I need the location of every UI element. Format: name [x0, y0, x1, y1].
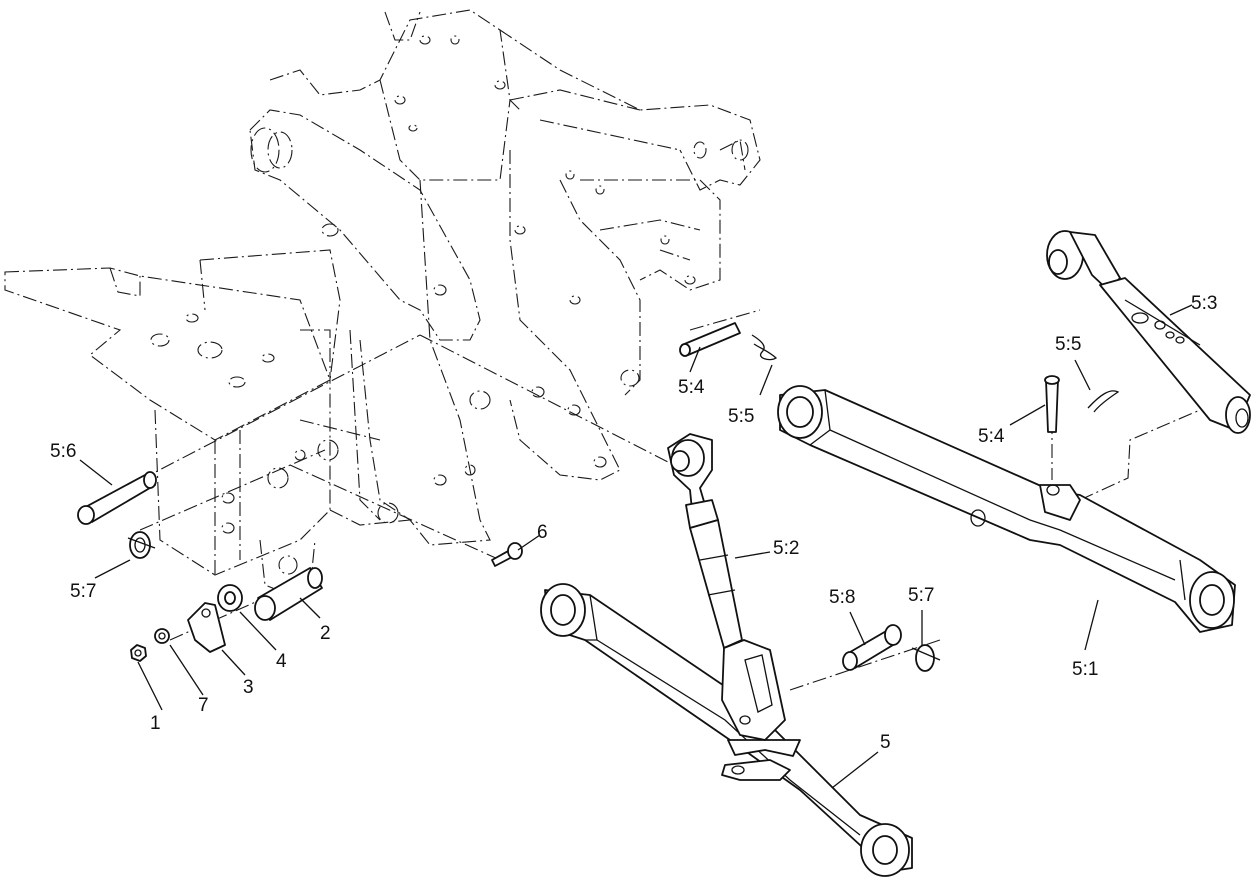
- linch-pin-5-7-right: [911, 644, 941, 672]
- bolt-6: [491, 542, 523, 567]
- adjuster-link: [1046, 230, 1251, 434]
- callout-5-5-right: 5:5: [1055, 334, 1081, 355]
- hair-pin-5-5-upper: [751, 334, 778, 361]
- callout-1: 1: [150, 713, 161, 734]
- callout-5-7-left: 5:7: [70, 581, 96, 602]
- callout-3: 3: [243, 677, 254, 698]
- pin-5-4-upper: [679, 322, 741, 357]
- tractor-frame-phantom: [4, 9, 1201, 691]
- bushing-4: [217, 584, 243, 612]
- plate-3: [187, 602, 226, 653]
- washer-7: [154, 628, 170, 644]
- callout-5-1: 5:1: [1072, 659, 1098, 680]
- callout-5-8: 5:8: [829, 587, 855, 608]
- callout-5-4-right: 5:4: [978, 426, 1005, 447]
- pin-5-8: [842, 624, 902, 671]
- callout-7: 7: [198, 695, 209, 716]
- callout-5-5-upper: 5:5: [728, 406, 754, 427]
- callout-5-6: 5:6: [50, 441, 76, 462]
- pin-5-6: [77, 471, 157, 525]
- callout-4: 4: [276, 651, 287, 672]
- callout-5: 5: [880, 732, 891, 753]
- leader-lines: [79, 304, 1193, 789]
- lower-link-right: [777, 385, 1236, 633]
- top-link: [667, 433, 786, 741]
- callout-5-2: 5:2: [773, 538, 799, 559]
- callout-2: 2: [320, 623, 331, 644]
- callout-5-3: 5:3: [1191, 293, 1217, 314]
- callout-6: 6: [537, 522, 548, 543]
- callout-labels: 5:6 5:7 1 7 3 4 2 6 5:2 5:8 5:7 5 5:1 5:…: [50, 293, 1217, 753]
- pin-2: [254, 567, 323, 621]
- linch-pin-5-7-left: [127, 531, 156, 559]
- hair-pin-5-5-right: [1087, 390, 1120, 413]
- callout-5-4-upper: 5:4: [678, 377, 705, 398]
- nut-1: [130, 644, 147, 662]
- pin-5-4-right: [1044, 375, 1060, 433]
- callout-5-7-right: 5:7: [908, 585, 934, 606]
